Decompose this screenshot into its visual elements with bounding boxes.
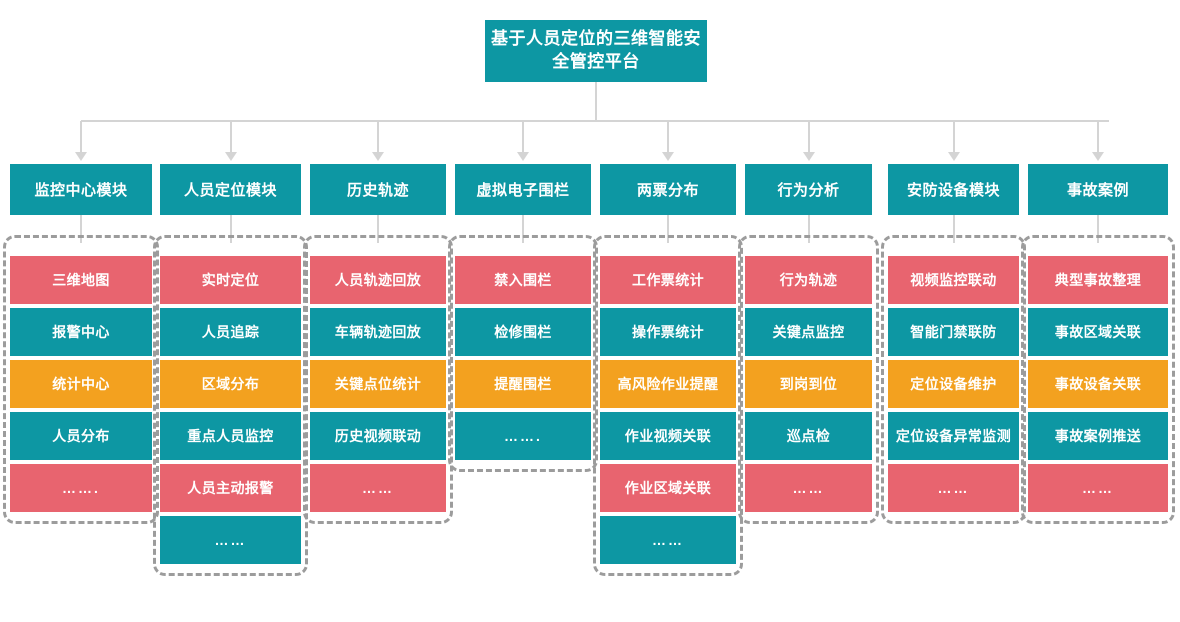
item-box[interactable]: 人员分布 <box>10 412 152 460</box>
arrow-down-icon <box>517 152 529 161</box>
item-box[interactable]: 检修围栏 <box>455 308 591 356</box>
item-box[interactable]: 重点人员监控 <box>160 412 301 460</box>
connector-subgroup-3 <box>522 215 524 243</box>
item-box[interactable]: 实时定位 <box>160 256 301 304</box>
item-box[interactable]: 高风险作业提醒 <box>600 360 736 408</box>
connector-drop-6 <box>952 121 955 153</box>
connector-subgroup-5 <box>807 215 810 243</box>
connector-drop-0 <box>80 121 82 153</box>
item-box[interactable]: …… <box>160 516 301 564</box>
connector-subgroup-4 <box>667 215 669 243</box>
connector-subgroup-1 <box>229 215 232 243</box>
item-box[interactable]: 历史视频联动 <box>310 412 446 460</box>
item-box[interactable]: 提醒围栏 <box>455 360 591 408</box>
arrow-down-icon <box>662 152 674 161</box>
item-box[interactable]: 三维地图 <box>10 256 152 304</box>
item-box[interactable]: 报警中心 <box>10 308 152 356</box>
connector-drop-5 <box>807 121 810 153</box>
item-box[interactable]: ……. <box>10 464 152 512</box>
column-header-1[interactable]: 人员定位模块 <box>160 164 301 215</box>
connector-root-stem <box>595 82 597 121</box>
item-box[interactable]: 事故区域关联 <box>1028 308 1168 356</box>
column-group-box-0 <box>3 235 159 524</box>
column-header-4[interactable]: 两票分布 <box>600 164 736 215</box>
item-box[interactable]: 禁入围栏 <box>455 256 591 304</box>
connector-subgroup-2 <box>377 215 379 243</box>
item-box[interactable]: 定位设备异常监测 <box>888 412 1019 460</box>
connector-drop-2 <box>377 121 379 153</box>
connector-drop-7 <box>1097 121 1099 153</box>
item-box[interactable]: …… <box>745 464 872 512</box>
column-header-6[interactable]: 安防设备模块 <box>888 164 1019 215</box>
connector-subgroup-0 <box>80 215 82 243</box>
arrow-down-icon <box>1092 152 1104 161</box>
arrow-down-icon <box>372 152 384 161</box>
item-box[interactable]: 人员轨迹回放 <box>310 256 446 304</box>
arrow-down-icon <box>75 152 87 161</box>
item-box[interactable]: 定位设备维护 <box>888 360 1019 408</box>
item-box[interactable]: 作业区域关联 <box>600 464 736 512</box>
arrow-down-icon <box>947 152 960 161</box>
column-group-box-5 <box>738 235 879 524</box>
item-box[interactable]: …… <box>888 464 1019 512</box>
column-header-5[interactable]: 行为分析 <box>745 164 872 215</box>
column-group-box-2 <box>303 235 453 524</box>
item-box[interactable]: ……. <box>455 412 591 460</box>
item-box[interactable]: 人员主动报警 <box>160 464 301 512</box>
column-header-3[interactable]: 虚拟电子围栏 <box>455 164 591 215</box>
item-box[interactable]: 关键点监控 <box>745 308 872 356</box>
connector-subgroup-6 <box>952 215 955 243</box>
item-box[interactable]: 行为轨迹 <box>745 256 872 304</box>
column-group-box-6 <box>881 235 1026 524</box>
item-box[interactable]: 作业视频关联 <box>600 412 736 460</box>
arrow-down-icon <box>802 152 815 161</box>
arrow-down-icon <box>224 152 237 161</box>
column-header-7[interactable]: 事故案例 <box>1028 164 1168 215</box>
item-box[interactable]: 事故案例推送 <box>1028 412 1168 460</box>
root-title-box: 基于人员定位的三维智能安全管控平台 <box>485 20 707 82</box>
item-box[interactable]: 典型事故整理 <box>1028 256 1168 304</box>
item-box[interactable]: …… <box>600 516 736 564</box>
column-group-box-1 <box>153 235 308 576</box>
item-box[interactable]: 人员追踪 <box>160 308 301 356</box>
item-box[interactable]: 工作票统计 <box>600 256 736 304</box>
connector-horizontal-bus <box>81 120 1109 122</box>
item-box[interactable]: 操作票统计 <box>600 308 736 356</box>
column-header-0[interactable]: 监控中心模块 <box>10 164 152 215</box>
item-box[interactable]: 关键点位统计 <box>310 360 446 408</box>
column-group-box-3 <box>448 235 598 472</box>
item-box[interactable]: 车辆轨迹回放 <box>310 308 446 356</box>
connector-drop-4 <box>667 121 669 153</box>
column-group-box-7 <box>1021 235 1175 524</box>
column-header-2[interactable]: 历史轨迹 <box>310 164 446 215</box>
item-box[interactable]: 视频监控联动 <box>888 256 1019 304</box>
item-box[interactable]: 到岗到位 <box>745 360 872 408</box>
item-box[interactable]: 统计中心 <box>10 360 152 408</box>
connector-subgroup-7 <box>1097 215 1099 243</box>
item-box[interactable]: 区域分布 <box>160 360 301 408</box>
item-box[interactable]: 巡点检 <box>745 412 872 460</box>
item-box[interactable]: 智能门禁联防 <box>888 308 1019 356</box>
item-box[interactable]: …… <box>1028 464 1168 512</box>
connector-drop-3 <box>522 121 524 153</box>
item-box[interactable]: 事故设备关联 <box>1028 360 1168 408</box>
column-group-box-4 <box>593 235 743 576</box>
connector-drop-1 <box>229 121 232 153</box>
item-box[interactable]: …… <box>310 464 446 512</box>
